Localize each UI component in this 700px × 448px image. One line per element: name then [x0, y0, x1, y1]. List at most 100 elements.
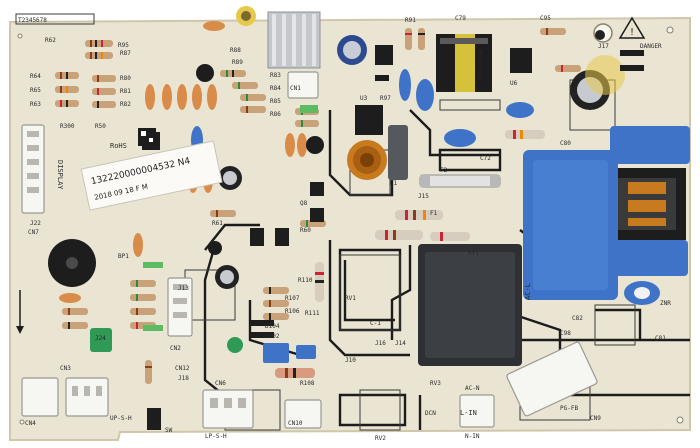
svg-text:C82: C82: [572, 315, 583, 322]
svg-text:C79: C79: [455, 15, 466, 22]
svg-text:C80: C80: [560, 140, 571, 147]
svg-text:J22: J22: [30, 220, 41, 227]
svg-text:CN1: CN1: [290, 85, 301, 92]
svg-text:R85: R85: [270, 98, 281, 105]
inductor-coil: [347, 125, 408, 180]
silkscreen-labels: T2345678 R62 R95 R64 R65 R63 R80 R81 R82…: [18, 15, 671, 442]
electrolytic-capacitors: [215, 6, 625, 289]
svg-text:C72: C72: [480, 155, 491, 162]
svg-text:R62: R62: [45, 37, 56, 44]
svg-text:R63: R63: [30, 101, 41, 108]
svg-text:R86: R86: [270, 111, 281, 118]
svg-text:DISPLAY: DISPLAY: [56, 160, 64, 190]
svg-text:U6: U6: [510, 80, 518, 87]
svg-text:CN3: CN3: [60, 365, 71, 372]
svg-text:R81: R81: [120, 88, 131, 95]
svg-text:R60: R60: [300, 227, 311, 234]
silkscreen-rotated-labels: DISPLAY RoHS AC-L L-IN: [56, 142, 532, 417]
svg-text:J15: J15: [418, 193, 429, 200]
svg-text:CN12: CN12: [175, 365, 190, 372]
danger-warning-icon: !: [618, 16, 646, 39]
blue-cover-blocks: [523, 126, 690, 300]
svg-text:R111: R111: [305, 310, 320, 317]
relay: [418, 244, 522, 366]
svg-text:C-1: C-1: [370, 320, 381, 327]
svg-text:L1: L1: [390, 180, 398, 187]
svg-text:R89: R89: [232, 59, 243, 66]
svg-text:R50: R50: [95, 123, 106, 130]
svg-text:RoHS: RoHS: [110, 142, 127, 150]
svg-text:CN4: CN4: [25, 420, 36, 427]
svg-text:!: !: [629, 27, 635, 38]
svg-text:R83: R83: [270, 72, 281, 79]
svg-text:L-IN: L-IN: [460, 409, 477, 417]
svg-text:ZNR: ZNR: [660, 300, 671, 307]
svg-text:Q8: Q8: [300, 200, 308, 207]
svg-text:CN7: CN7: [28, 229, 39, 236]
label-top-model: T2345678: [18, 17, 47, 24]
svg-text:RY1: RY1: [468, 250, 479, 257]
svg-text:J17: J17: [598, 43, 609, 50]
svg-text:R110: R110: [298, 277, 313, 284]
arrow-down-icon: [16, 290, 24, 334]
svg-text:DANGER: DANGER: [640, 43, 662, 50]
main-transformer: [610, 168, 686, 240]
svg-text:UP-S-H: UP-S-H: [110, 415, 132, 422]
svg-text:CN6: CN6: [215, 380, 226, 387]
svg-text:DCN: DCN: [425, 410, 436, 417]
svg-text:R65: R65: [30, 87, 41, 94]
svg-text:R91: R91: [405, 17, 416, 24]
svg-text:R84: R84: [270, 85, 281, 92]
svg-text:R106: R106: [285, 308, 300, 315]
svg-text:J18: J18: [178, 375, 189, 382]
svg-text:AC-L: AC-L: [524, 283, 532, 300]
vias: [17, 26, 684, 425]
svg-text:R82: R82: [120, 101, 131, 108]
svg-text:R80: R80: [120, 75, 131, 82]
svg-text:J16: J16: [375, 340, 386, 347]
svg-text:J14: J14: [395, 340, 406, 347]
svg-text:N-IN: N-IN: [465, 433, 480, 440]
heatsink: [267, 11, 321, 69]
svg-text:CN2: CN2: [170, 345, 181, 352]
svg-text:R61: R61: [212, 220, 223, 227]
svg-text:R88: R88: [230, 47, 241, 54]
svg-text:J13: J13: [178, 285, 189, 292]
svg-text:R300: R300: [60, 123, 75, 130]
fuse: [419, 174, 501, 188]
svg-text:J24: J24: [95, 335, 106, 342]
svg-text:C98: C98: [560, 330, 571, 337]
svg-text:CN10: CN10: [288, 420, 303, 427]
svg-text:RV3: RV3: [430, 380, 441, 387]
power-transformer: EE16 (TAX): [436, 34, 492, 92]
svg-text:U3: U3: [360, 95, 368, 102]
svg-text:J10: J10: [345, 357, 356, 364]
svg-text:D104: D104: [265, 323, 280, 330]
svg-text:F1: F1: [430, 210, 438, 217]
svg-text:R97: R97: [380, 95, 391, 102]
green-components: [90, 105, 318, 353]
svg-text:CN9: CN9: [590, 415, 601, 422]
svg-text:SW: SW: [165, 427, 173, 434]
ceramic-capacitors: [59, 21, 307, 303]
svg-text:R107: R107: [285, 295, 300, 302]
svg-text:RV1: RV1: [345, 295, 356, 302]
svg-text:PG-FB: PG-FB: [560, 405, 578, 412]
svg-text:AC-N: AC-N: [465, 385, 480, 392]
buzzer: [48, 239, 96, 287]
svg-text:D102: D102: [265, 333, 280, 340]
connector-pins: [27, 131, 246, 408]
svg-text:F2: F2: [440, 167, 448, 174]
svg-text:LP-S-H: LP-S-H: [205, 433, 227, 440]
svg-text:C95: C95: [540, 15, 551, 22]
svg-text:RV2: RV2: [375, 435, 386, 442]
svg-text:R64: R64: [30, 73, 41, 80]
blue-capacitors: [191, 69, 660, 363]
serial-sticker: 132220000004532 N4 2018 09 18 F M: [80, 140, 223, 211]
qr-code: [138, 128, 156, 146]
svg-text:EE16 (TAX): EE16 (TAX): [476, 50, 482, 80]
svg-text:R95: R95: [118, 42, 129, 49]
svg-text:C81: C81: [655, 335, 666, 342]
diodes: [147, 50, 644, 430]
